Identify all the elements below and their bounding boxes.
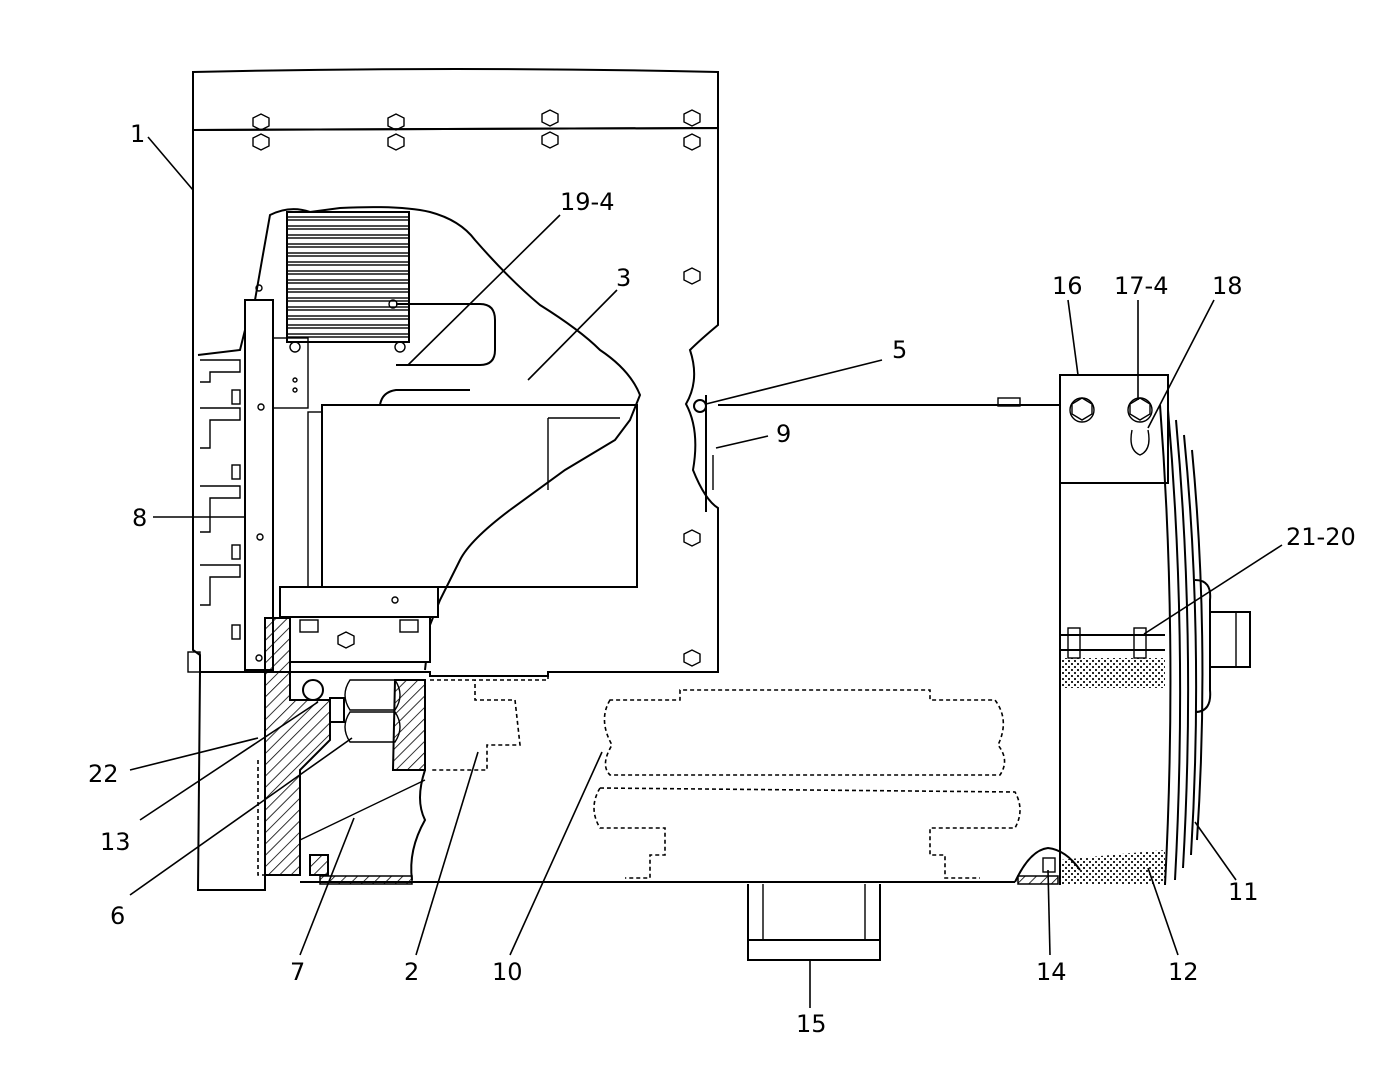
- end-bracket-section: [264, 617, 331, 876]
- callout-16: 16: [1052, 272, 1083, 300]
- callout-9: 9: [776, 420, 791, 448]
- callout-21-20: 21-20: [1286, 523, 1356, 551]
- callout-labels: 1 19-4 3 5 9 8 16 17-4 18 21-20 22 13 6 …: [88, 120, 1356, 1038]
- callout-13: 13: [100, 828, 131, 856]
- callout-18: 18: [1212, 272, 1243, 300]
- adapter-block: [1059, 374, 1169, 484]
- callout-10: 10: [492, 958, 523, 986]
- bearing-ball: [302, 679, 324, 701]
- callout-6: 6: [110, 902, 125, 930]
- exciter-bar: [244, 299, 274, 671]
- shaft-stub: [1209, 611, 1251, 668]
- cutaway-interior: [187, 206, 1015, 891]
- housing-bolts: [252, 109, 701, 667]
- callout-2: 2: [404, 958, 419, 986]
- rectifier-heatsink: [286, 211, 410, 343]
- callout-22: 22: [88, 760, 119, 788]
- coupling-end: [1014, 374, 1251, 886]
- callout-15: 15: [796, 1010, 827, 1038]
- callout-7: 7: [290, 958, 305, 986]
- lifting-bracket: [747, 884, 881, 961]
- callout-5: 5: [892, 336, 907, 364]
- stator-frame: [693, 395, 1060, 512]
- callout-11: 11: [1228, 878, 1259, 906]
- leader-lines: [129, 136, 1283, 1008]
- callout-14: 14: [1036, 958, 1067, 986]
- terminal-stack: [200, 359, 241, 640]
- rotor-dashed-outline: [430, 676, 1021, 879]
- callout-19-4: 19-4: [560, 188, 614, 216]
- callout-3: 3: [616, 264, 631, 292]
- callout-1: 1: [130, 120, 145, 148]
- callout-17-4: 17-4: [1114, 272, 1168, 300]
- callout-12: 12: [1168, 958, 1199, 986]
- alignment-pin: [693, 399, 707, 413]
- callout-8: 8: [132, 504, 147, 532]
